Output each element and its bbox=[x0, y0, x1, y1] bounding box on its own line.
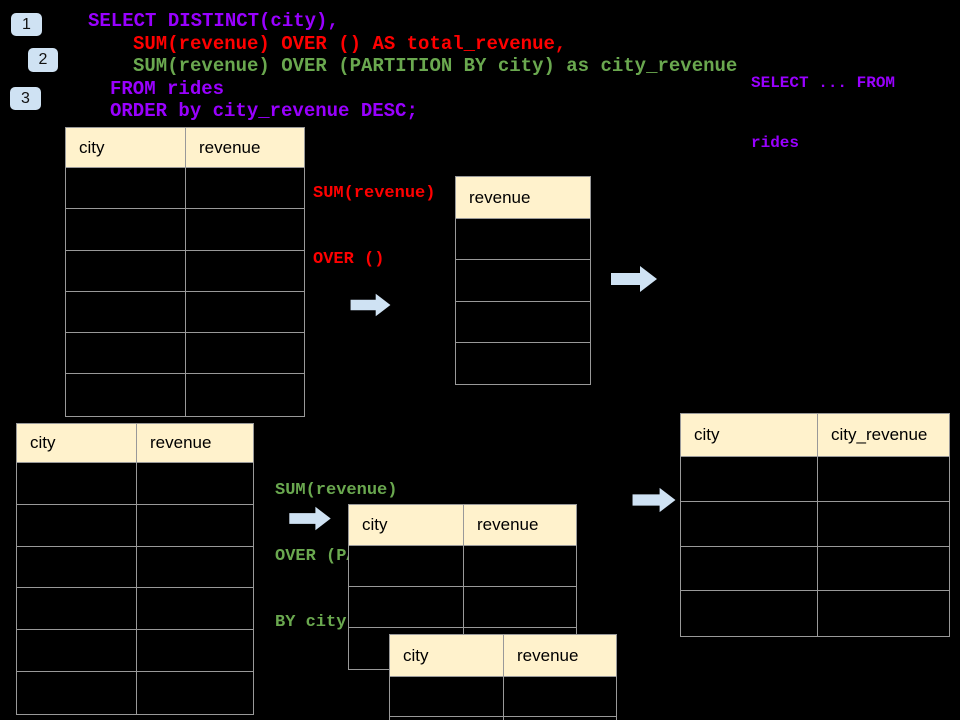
side-note-line: SELECT ... FROM bbox=[751, 74, 896, 92]
table-cell bbox=[186, 251, 304, 292]
table-cell bbox=[66, 374, 186, 416]
table-cell bbox=[186, 374, 304, 415]
column-header-city: city bbox=[66, 128, 186, 168]
total-revenue-label: SUM(revenue) OVER () bbox=[313, 139, 435, 315]
side-note-select-from: SELECT ... FROM rides bbox=[751, 33, 895, 193]
arrow-right-icon bbox=[289, 506, 331, 531]
column-header-revenue: revenue bbox=[137, 424, 253, 463]
table-cell bbox=[186, 168, 304, 210]
step-badge-2: 2 bbox=[28, 48, 58, 72]
partition-label-line: SUM(revenue) bbox=[275, 481, 398, 500]
sql-line-from: FROM rides bbox=[110, 78, 225, 100]
table-cell bbox=[349, 546, 464, 587]
total-revenue-label-line: SUM(revenue) bbox=[313, 184, 436, 203]
table-cell bbox=[17, 588, 137, 631]
sql-line-total: SUM(revenue) OVER () AS total_revenue, bbox=[133, 33, 567, 55]
table-cell bbox=[66, 291, 186, 334]
table-cell bbox=[186, 209, 304, 251]
table-cell bbox=[17, 671, 137, 714]
table-cell bbox=[17, 504, 137, 547]
table-cell bbox=[66, 333, 186, 375]
column-header-city: city bbox=[17, 424, 137, 463]
sql-line-order: ORDER by city_revenue DESC; bbox=[110, 100, 418, 122]
table-cell bbox=[17, 630, 137, 672]
table-cell bbox=[66, 250, 186, 292]
table-cell bbox=[456, 343, 590, 384]
table-cell bbox=[456, 219, 590, 261]
sql-line-select: SELECT DISTINCT(city), bbox=[88, 10, 339, 32]
table-cell bbox=[349, 587, 464, 628]
table-source-top: city revenue bbox=[65, 127, 305, 417]
side-note-line: rides bbox=[751, 134, 800, 152]
column-header-revenue: revenue bbox=[464, 505, 576, 546]
step-badge-label: 2 bbox=[38, 51, 48, 68]
table-cell bbox=[390, 677, 504, 717]
table-cell bbox=[456, 260, 590, 302]
total-revenue-label-line: OVER () bbox=[313, 250, 385, 269]
table-cell bbox=[818, 457, 949, 502]
table-final-result: city city_revenue bbox=[680, 413, 950, 638]
table-cell bbox=[137, 547, 253, 589]
table-total-result: revenue bbox=[455, 176, 591, 386]
table-cell bbox=[681, 591, 818, 637]
column-header-city: city bbox=[681, 414, 818, 457]
table-cell bbox=[137, 672, 253, 714]
table-cell bbox=[66, 209, 186, 251]
table-cell bbox=[186, 292, 304, 334]
table-cell bbox=[66, 168, 186, 210]
table-cell bbox=[17, 463, 137, 505]
table-cell bbox=[681, 546, 818, 592]
table-cell bbox=[137, 588, 253, 631]
column-header-city: city bbox=[390, 635, 504, 677]
step-badge-1: 1 bbox=[11, 13, 42, 36]
column-header-revenue: revenue bbox=[456, 177, 590, 219]
table-cell bbox=[137, 630, 253, 672]
arrow-right-icon bbox=[611, 266, 657, 292]
table-cell bbox=[17, 546, 137, 589]
table-partition-result: city revenue bbox=[389, 634, 617, 720]
step-badge-label: 3 bbox=[21, 89, 30, 107]
table-cell bbox=[456, 302, 590, 343]
table-cell bbox=[464, 546, 576, 587]
arrow-right-icon bbox=[632, 487, 676, 513]
column-header-revenue: revenue bbox=[504, 635, 616, 677]
step-badge-3: 3 bbox=[10, 87, 41, 110]
table-cell bbox=[137, 505, 253, 547]
table-cell bbox=[818, 502, 949, 547]
partition-label-line: BY city) bbox=[275, 613, 357, 632]
table-cell bbox=[818, 591, 949, 636]
table-cell bbox=[464, 587, 576, 628]
table-cell bbox=[681, 457, 818, 502]
table-cell bbox=[818, 547, 949, 592]
table-cell bbox=[390, 717, 504, 720]
sql-line-partition: SUM(revenue) OVER (PARTITION BY city) as… bbox=[133, 55, 738, 77]
table-cell bbox=[504, 677, 616, 717]
step-badge-label: 1 bbox=[22, 15, 31, 33]
arrow-right-icon bbox=[350, 293, 391, 317]
column-header-city-revenue: city_revenue bbox=[818, 414, 949, 457]
table-source-bottom: city revenue bbox=[16, 423, 254, 715]
table-cell bbox=[186, 333, 304, 375]
column-header-city: city bbox=[349, 505, 464, 546]
column-header-revenue: revenue bbox=[186, 128, 304, 168]
table-cell bbox=[681, 501, 818, 547]
table-cell bbox=[137, 463, 253, 505]
